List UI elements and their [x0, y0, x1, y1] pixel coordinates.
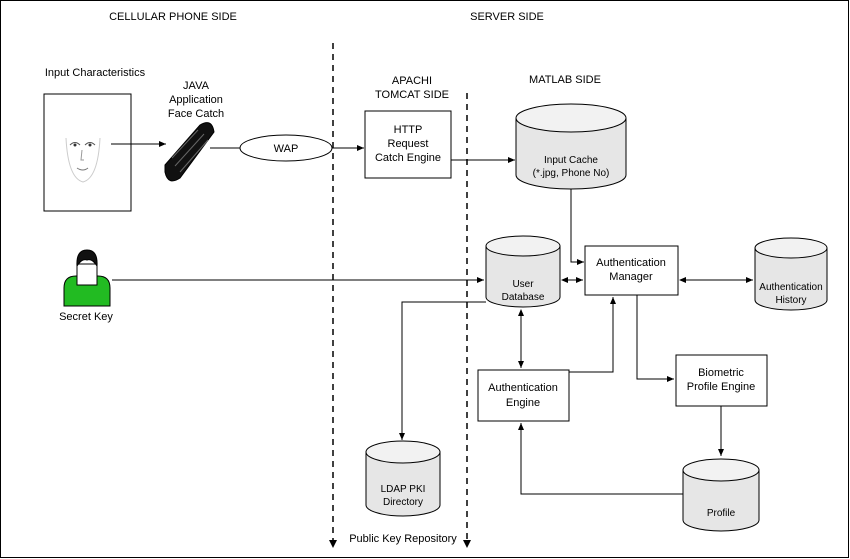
ldap-label-line2: Directory [383, 497, 423, 508]
arrow-manager-to-biometric [636, 295, 674, 382]
auth-manager-label-line1: Authentication [596, 257, 666, 269]
cell-phone-icon [164, 122, 215, 182]
http-label-line1: HTTP [394, 124, 423, 136]
profile-label: Profile [707, 508, 736, 519]
server-side-heading: SERVER SIDE [470, 11, 544, 23]
secret-key-label: Secret Key [59, 311, 113, 323]
auth-history-label-line2: History [775, 295, 806, 306]
apachi-heading-line1: APACHI [392, 75, 432, 87]
wap-label: WAP [274, 143, 299, 155]
authentication-history-db [754, 237, 828, 311]
user-database-db [485, 235, 561, 308]
authentication-manager-box [584, 245, 679, 296]
http-label-line3: Catch Engine [375, 152, 441, 164]
biometric-label-line2: Profile Engine [687, 381, 756, 393]
input-characteristics-label: Input Characteristics [45, 67, 146, 79]
profile-db [682, 458, 760, 532]
auth-manager-label-line2: Manager [609, 271, 653, 283]
cellular-side-heading: CELLULAR PHONE SIDE [109, 11, 237, 23]
input-cache-label-line2: (*.jpg, Phone No) [533, 168, 610, 179]
divider-arrow-right [463, 540, 471, 548]
public-key-repository-label: Public Key Repository [349, 533, 457, 545]
arrow-engine-to-manager [569, 297, 616, 373]
http-label-line2: Request [388, 138, 429, 150]
auth-history-label-line1: Authentication [759, 282, 822, 293]
face-image-icon [43, 93, 132, 212]
arrow-cache-to-manager [570, 189, 584, 265]
input-cache-label-line1: Input Cache [544, 155, 598, 166]
biometric-profile-engine-box [675, 354, 768, 407]
java-label-line3: Face Catch [168, 108, 224, 120]
person-icon [63, 249, 111, 307]
ldap-pki-directory-db [365, 440, 441, 517]
apachi-heading-line2: TOMCAT SIDE [375, 89, 449, 101]
auth-engine-label-line2: Engine [506, 397, 540, 409]
arrow-userdb-to-ldap [399, 301, 486, 440]
arrow-profile-to-engine [518, 423, 683, 495]
ldap-label-line1: LDAP PKI [381, 484, 426, 495]
matlab-heading: MATLAB SIDE [529, 74, 601, 86]
user-db-label-line2: Database [502, 292, 545, 303]
http-request-box [364, 110, 452, 179]
input-cache-db [515, 103, 627, 190]
java-label-line1: JAVA [183, 80, 210, 92]
biometric-label-line1: Biometric [698, 367, 744, 379]
authentication-engine-box [477, 369, 570, 422]
user-db-label-line1: User [512, 279, 534, 290]
auth-engine-label-line1: Authentication [488, 382, 558, 394]
java-label-line2: Application [169, 94, 223, 106]
divider-arrow-left [329, 540, 337, 548]
